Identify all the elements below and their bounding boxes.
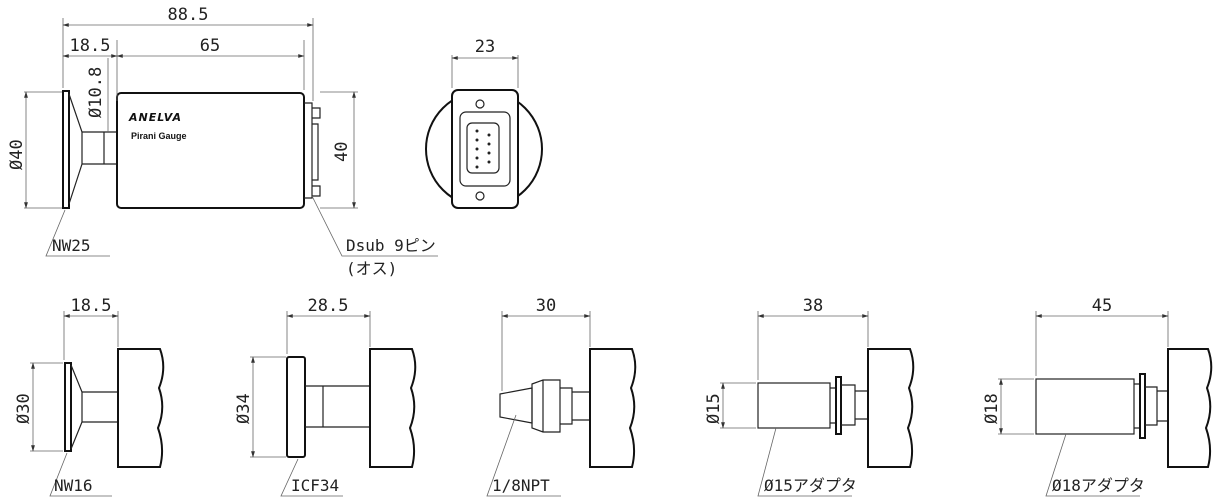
dsub-pins <box>475 129 491 169</box>
connector-shell <box>451 89 519 209</box>
nw16-dia: Ø30 <box>14 393 34 424</box>
d18-dia: Ø18 <box>982 393 1002 424</box>
npt-gauge-body <box>589 348 637 468</box>
d18-label: Ø18アダプタ <box>1052 476 1145 495</box>
npt-thread-tip <box>499 387 533 424</box>
d15-callout-leader <box>757 427 852 497</box>
nw25-flange <box>62 90 70 209</box>
gauge-body <box>116 92 305 209</box>
d18-gauge-body <box>1167 348 1213 468</box>
dsub-connector <box>304 102 321 199</box>
d18-adapter-stem <box>1145 386 1168 426</box>
callout-nw25: NW25 <box>52 236 91 255</box>
npt-callout-leader <box>486 414 561 497</box>
d18-extension-lines <box>998 311 1169 435</box>
dim-width: 23 <box>475 37 495 57</box>
variant-d18-adapter: 45 Ø18 Ø18アダプタ <box>982 296 1213 497</box>
dim-stem-dia: Ø10.8 <box>86 67 106 118</box>
dim-height: 40 <box>332 142 352 162</box>
icf34-label: ICF34 <box>291 476 339 495</box>
dim-flange-dia: Ø40 <box>7 139 27 170</box>
d15-gauge-body <box>867 348 915 468</box>
npt-extension-lines <box>501 311 591 391</box>
callout-leader-dsub <box>311 195 438 257</box>
variant-npt: 30 1/8NPT <box>486 296 637 497</box>
nw16-stem <box>82 391 118 423</box>
screw-top <box>475 99 485 109</box>
d15-extension-lines <box>720 311 869 429</box>
nw16-label: NW16 <box>54 476 93 495</box>
npt-label: 1/8NPT <box>492 476 550 495</box>
variant-nw16: 18.5 Ø30 NW16 <box>14 296 165 497</box>
d15-label: Ø15アダプタ <box>764 476 857 495</box>
end-view: 23 <box>425 37 543 209</box>
icf34-dia: Ø34 <box>234 393 254 424</box>
flange-taper <box>68 93 83 205</box>
icf34-stem <box>305 385 370 428</box>
npt-body-stem <box>560 387 590 425</box>
dim-flange-length: 18.5 <box>70 36 111 56</box>
icf34-callout-leader <box>280 458 343 497</box>
d15-length: 38 <box>803 296 823 316</box>
icf34-extension-lines <box>250 311 371 458</box>
d15-dia: Ø15 <box>704 393 724 424</box>
end-extension-lines <box>451 55 519 88</box>
screw-bottom <box>475 191 485 201</box>
npt-length: 30 <box>536 296 556 316</box>
variant-icf34: 28.5 Ø34 ICF34 <box>234 296 417 497</box>
brand-logo: ANELVA <box>128 111 182 124</box>
extension-lines <box>24 18 358 209</box>
callout-dsub: Dsub 9ピン <box>346 236 436 255</box>
d15-adapter-tube <box>757 382 831 429</box>
d18-length: 45 <box>1092 296 1112 316</box>
d18-oring <box>1139 373 1146 439</box>
callout-male: (オス) <box>346 259 397 278</box>
d18-adapter-tube <box>1035 378 1135 435</box>
dsub-face <box>466 122 500 174</box>
callout-leader-nw25 <box>45 209 110 257</box>
nw16-taper <box>70 364 83 450</box>
dim-body-length: 65 <box>200 36 220 56</box>
dim-overall-length: 88.5 <box>168 5 209 25</box>
model-label: Pirani Gauge <box>131 131 187 141</box>
connector-inner-shell <box>459 111 511 187</box>
icf34-length: 28.5 <box>308 296 349 316</box>
npt-hex-nut <box>531 379 561 433</box>
icf34-flange <box>286 356 306 458</box>
d15-adapter-stem <box>841 384 868 426</box>
nw16-length: 18.5 <box>71 296 112 316</box>
variant-d15-adapter: 38 Ø15 Ø15アダプタ <box>704 296 915 497</box>
nw16-flange <box>64 362 72 452</box>
d18-callout-leader <box>1045 433 1140 497</box>
nw16-callout-leader <box>49 452 112 497</box>
d15-oring <box>835 376 842 435</box>
nw16-gauge-body <box>117 348 165 468</box>
icf34-gauge-body <box>369 348 417 468</box>
nw16-extension-lines <box>30 311 119 452</box>
main-side-view: ANELVA Pirani Gauge 88.5 18.5 65 Ø10.8 Ø… <box>7 5 438 278</box>
stem <box>82 131 117 165</box>
